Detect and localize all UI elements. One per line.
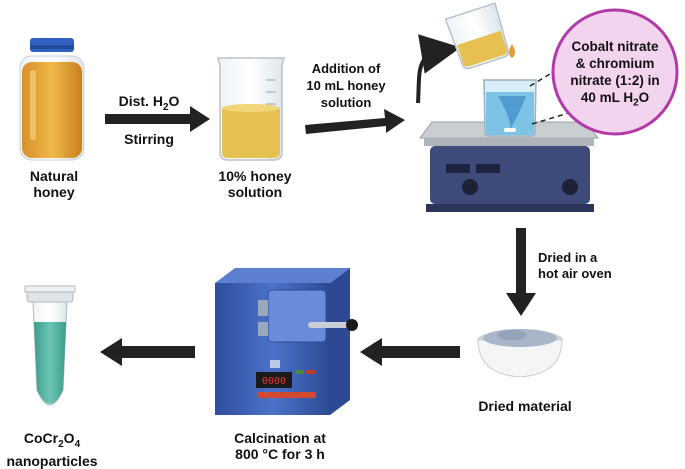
pouring-beaker-icon (444, 2, 510, 70)
furnace-readout: 0000 (262, 376, 286, 387)
arrow-addition (305, 109, 405, 134)
muffle-furnace-icon (215, 268, 358, 415)
centrifuge-tube-icon (24, 285, 76, 406)
hotplate-stirrer-icon (419, 121, 599, 212)
honey-drop-icon (509, 44, 515, 58)
label-product: CoCr2O4 nanoparticles (6, 430, 98, 469)
reagent-callout (551, 8, 679, 136)
honey-jar-icon (19, 38, 85, 161)
label-stirring: Stirring (124, 131, 174, 147)
arrow-down-oven (506, 228, 536, 316)
label-dist-water: Dist. H2O (118, 93, 180, 113)
reagent-callout-text: Cobalt nitrate & chromium nitrate (1:2) … (570, 39, 660, 109)
label-dried-material: Dried material (478, 398, 572, 414)
dried-material-bowl-icon (477, 329, 563, 378)
mixing-beaker-icon (483, 79, 537, 137)
arrow-to-product (100, 338, 195, 366)
beaker-solution-icon (217, 57, 285, 161)
arrow-dist-water (105, 106, 210, 132)
arrow-to-furnace (360, 338, 460, 366)
curved-arrow (416, 34, 461, 104)
callout-connector-2 (531, 105, 593, 125)
